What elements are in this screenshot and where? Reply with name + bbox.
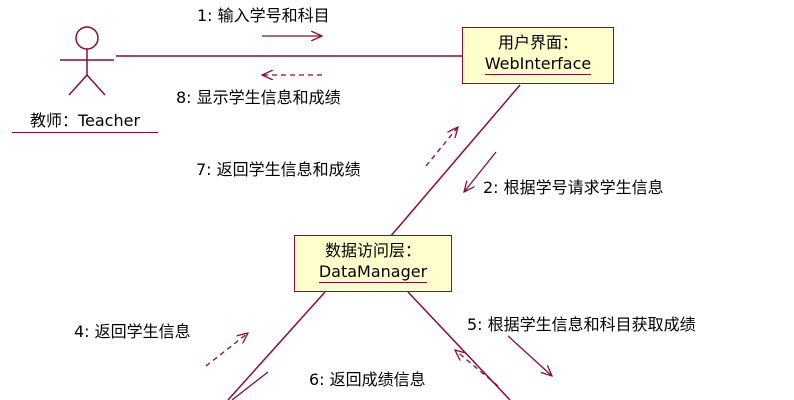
message-4-label: 4: 返回学生信息 (74, 322, 191, 341)
actor-icon[interactable] (60, 26, 114, 96)
message-2-label: 2: 根据学号请求学生信息 (483, 178, 664, 197)
object-data-manager[interactable]: 数据访问层： DataManager (294, 235, 452, 292)
web-interface-class: WebInterface (484, 54, 592, 75)
message-6-arrow (455, 350, 499, 387)
data-manager-title: 数据访问层： (324, 241, 421, 260)
message-7-arrow (425, 127, 458, 167)
message-6-label: 6: 返回成绩信息 (309, 370, 426, 389)
message-1-label: 1: 输入学号和科目 (197, 6, 330, 25)
message-2-arrow (464, 151, 497, 192)
link-datamanager-right (407, 291, 511, 400)
data-manager-class: DataManager (318, 262, 428, 283)
message-5-label: 5: 根据学生信息和科目获取成绩 (467, 315, 696, 334)
message-left-lower-arrow (231, 371, 269, 400)
web-interface-title: 用户界面： (497, 33, 578, 52)
link-interface-datamanager (389, 84, 521, 238)
link-datamanager-left (227, 291, 326, 400)
actor-label: 教师：Teacher (12, 110, 158, 133)
object-web-interface[interactable]: 用户界面： WebInterface (462, 27, 614, 84)
message-4-arrow (205, 333, 248, 367)
message-5-arrow (507, 335, 552, 376)
message-8-label: 8: 显示学生信息和成绩 (176, 88, 341, 107)
message-7-label: 7: 返回学生信息和成绩 (196, 160, 361, 179)
